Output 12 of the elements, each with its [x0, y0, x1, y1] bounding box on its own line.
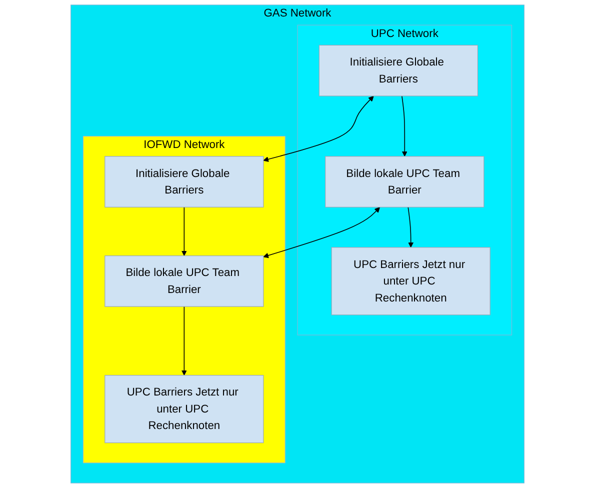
arrow — [402, 96, 408, 157]
node-box: Initialisiere Globale Barriers — [104, 156, 264, 208]
node-box: UPC Barriers Jetzt nur unter UPC Rechenknoten — [331, 247, 490, 316]
node-box: Bilde lokale UPC Team Barrier — [325, 156, 484, 208]
node-box: UPC Barriers Jetzt nur unter UPC Rechenknoten — [104, 374, 264, 444]
arrow — [263, 96, 374, 162]
arrow — [181, 206, 187, 256]
arrow — [181, 306, 187, 376]
node-box: Initialisiere Globale Barriers — [318, 44, 478, 96]
arrow — [263, 207, 380, 258]
arrow — [408, 206, 414, 248]
node-box: Bilde lokale UPC Team Barrier — [104, 255, 264, 307]
